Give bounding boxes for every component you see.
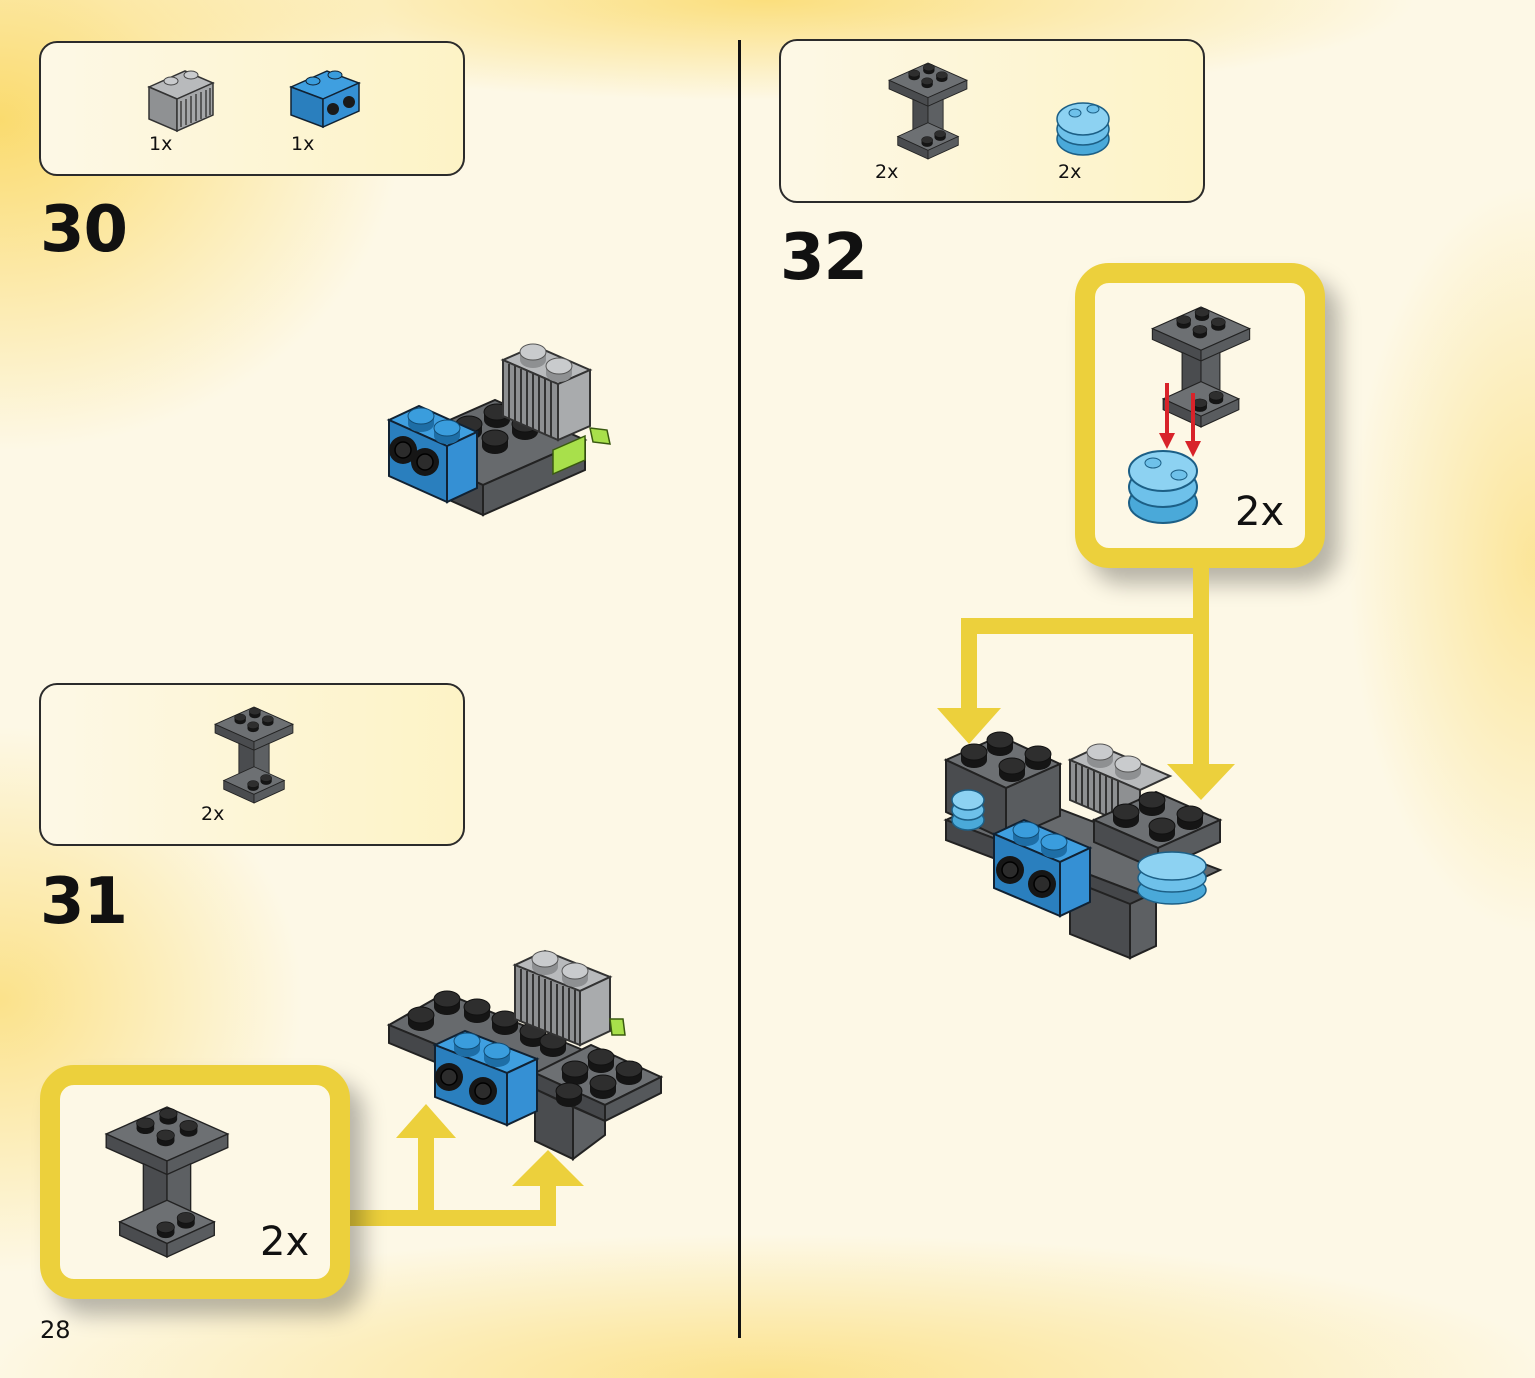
callout-step-32: 2x [1075,263,1325,568]
dark-gray-bracket-icon [873,63,983,159]
part-count: 2x [201,803,225,825]
step-31-attach-arrows [350,1104,584,1226]
callout-count: 2x [1235,489,1285,535]
light-blue-round-plate-icon [1128,450,1198,524]
parts-box-step-30: 1x 1x [39,41,465,176]
step-number-31: 31 [40,865,128,939]
parts-box-step-32: 2x 2x [779,39,1205,203]
page-number: 28 [40,1316,71,1344]
step-number-32: 32 [780,221,868,295]
step-32-attach-arrows [937,568,1235,800]
light-blue-round-plate-icon [1056,102,1110,156]
step-30-assembly-model [386,343,611,517]
blue-brick-with-studs-icon [289,70,361,129]
part-count: 2x [875,161,899,183]
step-number-30: 30 [40,193,128,267]
dark-gray-bracket-icon [82,1107,252,1257]
callout-step-31: 2x [40,1065,350,1299]
dark-gray-bracket-icon [199,707,309,803]
parts-box-step-31: 2x [39,683,465,846]
part-count: 1x [149,133,173,155]
red-down-arrows-icon [1159,383,1201,457]
part-count: 1x [291,133,315,155]
callout-count: 2x [260,1219,310,1265]
column-divider [738,40,741,1338]
part-count: 2x [1058,161,1082,183]
step-32-assembly-model [943,731,1223,960]
step-31-assembly-model [386,949,664,1161]
gray-grille-brick-icon [147,70,215,133]
